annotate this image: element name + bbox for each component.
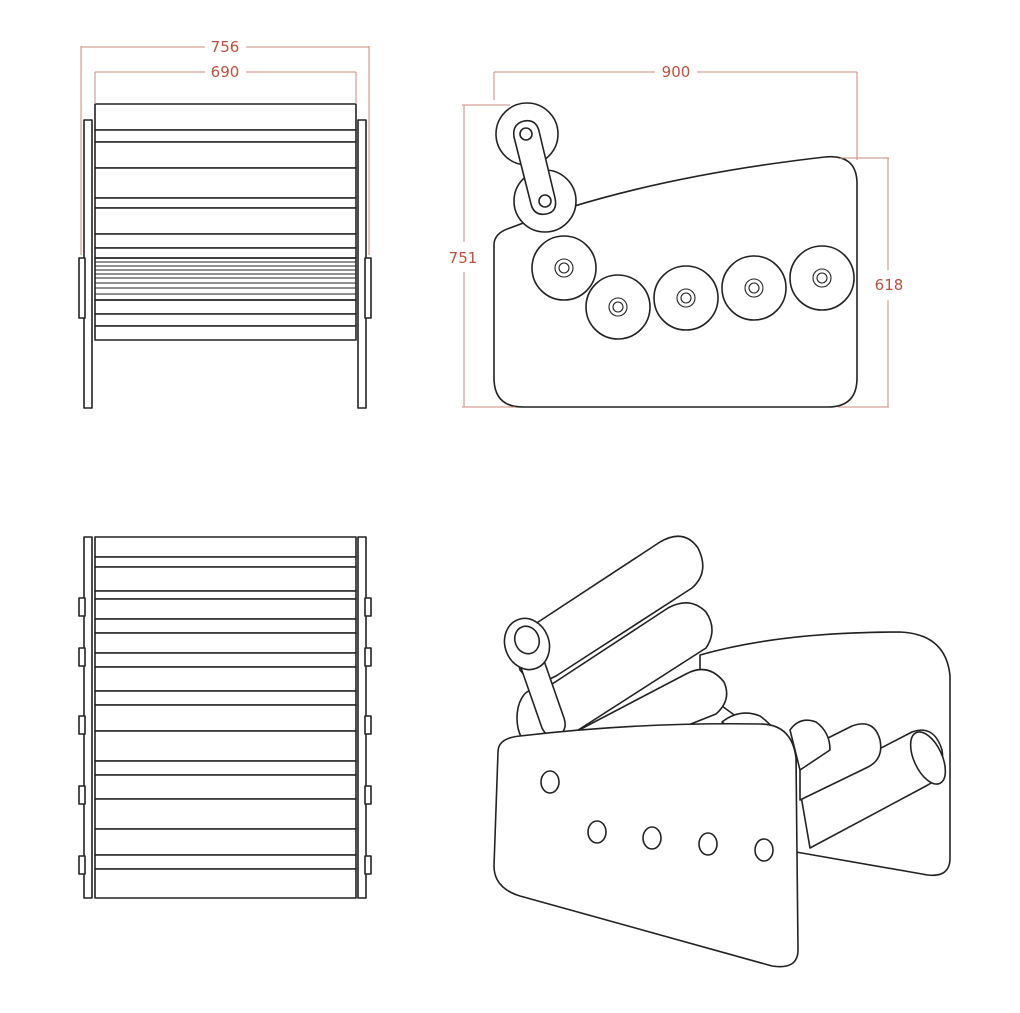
dimension-751: 751 [449,249,478,267]
front-dimensions [80,46,370,255]
top-brackets [78,597,372,875]
front-left-bracket [78,257,86,319]
perspective-view [493,535,951,968]
front-right-bracket [364,257,372,319]
front-slats [94,103,357,341]
perspective-headrest-arm [503,617,566,747]
side-headrest [495,102,577,233]
dimension-900: 900 [662,63,691,81]
side-view: 900 751 618 [449,63,904,408]
dimension-618: 618 [875,276,904,294]
top-view [78,536,372,899]
front-panel-bolts [540,770,774,862]
dimension-690: 690 [211,63,240,81]
side-cylinders [531,235,855,340]
front-view: 756 690 [78,38,372,409]
top-slats [94,536,357,899]
dimension-756: 756 [211,38,240,56]
side-dimensions [462,71,889,408]
